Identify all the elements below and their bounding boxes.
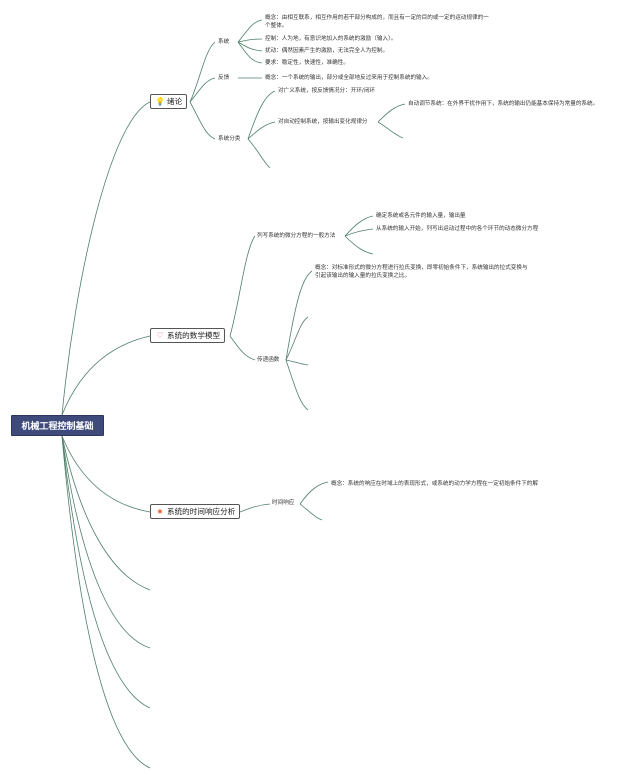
connector-intro-system (189, 41, 216, 103)
branch-intro-label: 绪论 (167, 97, 183, 106)
star-icon: ★ (156, 506, 164, 516)
branch-intro[interactable]: 💡 绪论 (150, 94, 188, 109)
branch-time-response[interactable]: ★ 系统的时间响应分析 (150, 504, 241, 519)
node-system[interactable]: 系统 (218, 39, 230, 45)
connector-root-empty-3 (61, 435, 151, 709)
connector-model-transfer (229, 335, 256, 361)
connector-root-empty-2 (61, 435, 151, 649)
node-diff-eq-method[interactable]: 列写系统的微分方程的一般方法 (257, 233, 336, 239)
node-transfer-concept[interactable]: 概念：对标准形式的微分方程进行拉氏变换，即零初始条件下，系统输出的拉式变换与引起… (315, 265, 528, 279)
node-time-response-concept[interactable]: 概念：系统的响应在时域上的表现形式，或系统的动力学方程在一定初始条件下的解 (331, 481, 538, 487)
node-classification-auto[interactable]: 对自动控制系统，按输出变化规律分 (278, 119, 368, 125)
connector-root-intro (61, 101, 151, 416)
node-classification[interactable]: 系统分类 (218, 136, 241, 142)
branch-math-model[interactable]: ♡ 系统的数学模型 (150, 328, 226, 343)
connector-root-empty-1 (61, 435, 151, 591)
node-system-control[interactable]: 控制：人为地，有意识地加入的系统的激励（输入）。 (265, 36, 397, 42)
connector-root-empty-4 (61, 435, 151, 769)
node-method-step-2[interactable]: 从系统的输入开始，列写出运动过程中的各个环节的动态微分方程 (376, 226, 539, 232)
node-method-step-1[interactable]: 确定系统或各元件的输入量，输出量 (376, 213, 466, 219)
node-auto-regulating[interactable]: 自动调节系统：在外界干扰作用下，系统的输出仍能基本保持为常量的系统。 (408, 101, 599, 107)
heart-icon: ♡ (156, 330, 164, 340)
node-classification-general[interactable]: 对广义系统，按反馈情况分：开环/闭环 (278, 88, 375, 94)
node-system-disturbance[interactable]: 扰动：偶然因素产生的激励，无法完全人为控制。 (265, 48, 389, 54)
node-feedback-concept[interactable]: 概念：一个系统的输出，部分或全部地反过来用于控制系统的输入。 (265, 75, 433, 81)
connector-root-time (61, 435, 151, 513)
connector-root-model (61, 335, 151, 416)
connector-model-method (229, 235, 256, 337)
connector-time-response (239, 503, 271, 513)
root-node[interactable]: 机械工程控制基础 (11, 415, 104, 436)
connector-intro-feedback (189, 77, 216, 103)
node-time-response[interactable]: 时间响应 (272, 500, 295, 506)
node-system-concept[interactable]: 概念：由相互联系，相互作用的若干部分构成的，而且有一定的目的或一定的运动规律的一… (265, 15, 489, 29)
branch-time-response-label: 系统的时间响应分析 (167, 507, 236, 516)
lightbulb-icon: 💡 (155, 96, 165, 106)
branch-math-model-label: 系统的数学模型 (167, 331, 221, 340)
node-feedback[interactable]: 反馈 (218, 75, 230, 81)
node-system-requirement[interactable]: 要求：稳定性，快速性，准确性。 (265, 60, 349, 66)
node-transfer-function[interactable]: 传递函数 (257, 357, 280, 363)
connector-intro-classify (189, 101, 216, 140)
